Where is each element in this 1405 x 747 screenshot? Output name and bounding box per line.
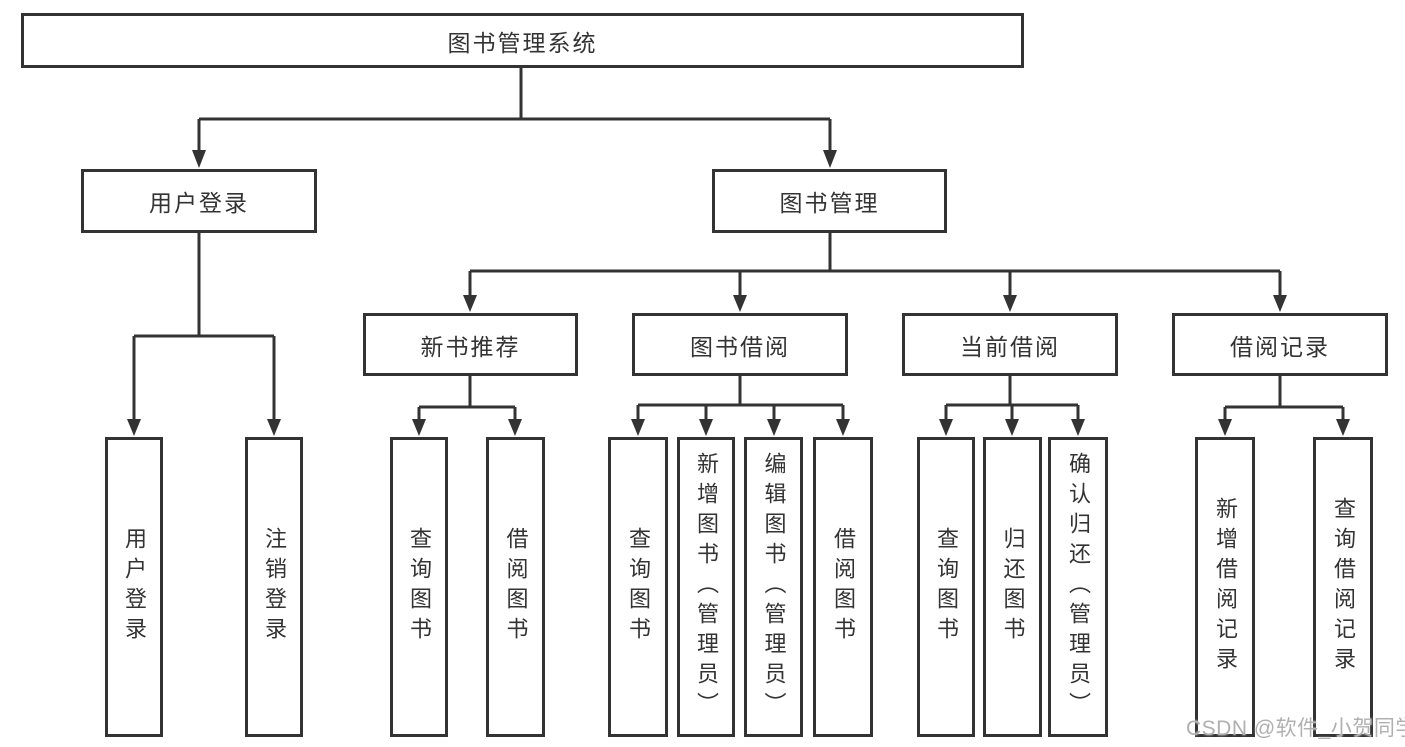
connector-new-book-recommend — [417, 376, 517, 420]
node-new-book-recommend: 新书推荐 — [363, 313, 578, 376]
connector-borrowing-records — [1223, 376, 1345, 420]
leaf-label: 借阅图书 — [831, 527, 856, 647]
connector-root — [197, 68, 832, 152]
node-book-management: 图书管理 — [712, 169, 947, 233]
leaf-borrowing-edit-books: 编辑图书（管理员） — [744, 437, 803, 737]
leaf-label: 查询借阅记录 — [1331, 497, 1356, 677]
leaf-label: 注销登录 — [262, 527, 287, 647]
leaf-label: 确认归还（管理员） — [1066, 452, 1091, 722]
node-book-borrowing: 图书借阅 — [632, 313, 848, 376]
leaf-logout: 注销登录 — [245, 437, 303, 737]
connector-user-login — [132, 233, 276, 420]
connector-book-management — [468, 233, 1282, 296]
node-label: 当前借阅 — [960, 333, 1060, 360]
leaf-label: 查询图书 — [626, 527, 651, 647]
leaf-current-query-books: 查询图书 — [917, 437, 975, 737]
leaf-records-query-record: 查询借阅记录 — [1313, 437, 1373, 737]
node-label: 借阅记录 — [1230, 333, 1330, 360]
csdn-watermark: CSDN @软件_小贺同学 — [1186, 717, 1405, 740]
leaf-label: 编辑图书（管理员） — [761, 452, 787, 722]
leaf-borrowing-query-books: 查询图书 — [608, 437, 668, 737]
node-label: 图书借阅 — [690, 333, 790, 360]
leaf-label: 新增借阅记录 — [1213, 497, 1238, 677]
node-current-borrowing: 当前借阅 — [902, 313, 1118, 376]
leaf-label: 查询图书 — [407, 527, 432, 647]
leaf-borrowing-add-books: 新增图书（管理员） — [677, 437, 735, 737]
leaf-label: 归还图书 — [1000, 527, 1026, 647]
node-user-login: 用户登录 — [81, 169, 317, 233]
leaf-current-return-books: 归还图书 — [983, 437, 1042, 737]
leaf-label: 查询图书 — [934, 527, 959, 647]
leaf-records-add-record: 新增借阅记录 — [1195, 437, 1255, 737]
leaf-label: 用户登录 — [122, 527, 147, 647]
leaf-user-login: 用户登录 — [105, 437, 163, 737]
leaf-label: 借阅图书 — [503, 527, 529, 647]
node-library-management-system: 图书管理系统 — [21, 13, 1024, 68]
node-label: 用户登录 — [149, 190, 249, 216]
node-borrowing-records: 借阅记录 — [1172, 313, 1388, 376]
leaf-recommend-borrow-books: 借阅图书 — [486, 437, 545, 737]
connector-book-borrowing — [636, 376, 845, 420]
node-label: 图书管理 — [779, 190, 880, 216]
leaf-recommend-query-books: 查询图书 — [390, 437, 448, 737]
leaf-borrowing-borrow-books: 借阅图书 — [813, 437, 873, 737]
leaf-label: 新增图书（管理员） — [694, 452, 719, 722]
node-label: 图书管理系统 — [447, 29, 598, 56]
connector-current-borrowing — [944, 376, 1080, 420]
leaf-current-confirm-return: 确认归还（管理员） — [1048, 437, 1108, 737]
node-label: 新书推荐 — [420, 333, 521, 360]
